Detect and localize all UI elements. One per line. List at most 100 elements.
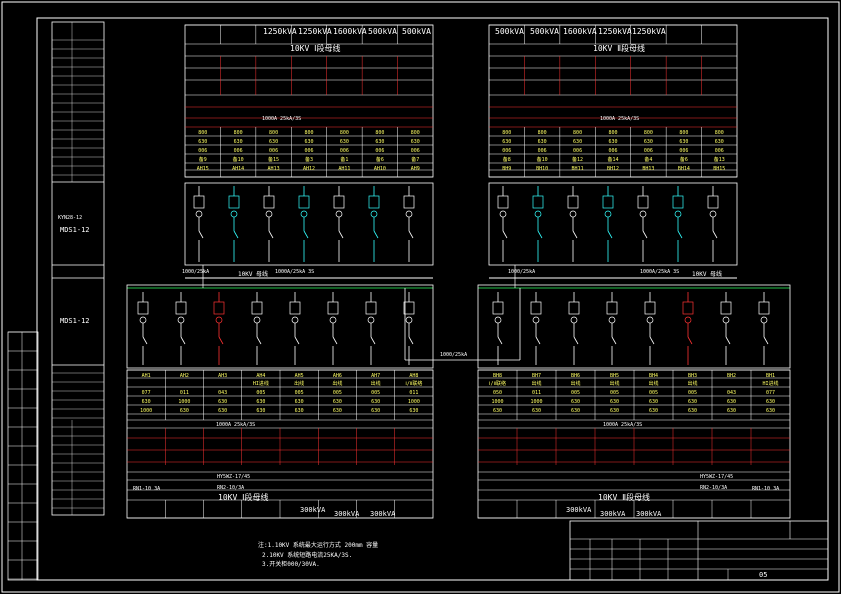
table-value: 1000: [491, 399, 503, 405]
table-value: AH14: [232, 166, 244, 172]
note-line-3: 3.开关柜000/30VA.: [262, 560, 320, 568]
table-value: 077: [142, 390, 151, 396]
br-rating-3: 300kVA: [636, 510, 662, 518]
lower-left-switchgear: [126, 284, 434, 369]
table-value: AH13: [268, 166, 280, 172]
table-value: 005: [688, 390, 697, 396]
breaker-symbol: [720, 301, 732, 315]
legend-column: MDS1-12 MDS1-12 KYN28-12: [51, 21, 105, 516]
table-value: 630: [340, 139, 349, 145]
tl-rating-2: 1250kVA: [298, 27, 332, 36]
bl-model-a: RN1-10 3A: [133, 486, 160, 492]
ct-symbol: [139, 316, 147, 324]
disconnector-symbol: [256, 336, 262, 345]
cabinet-id: BH3: [688, 373, 697, 379]
disconnector-symbol: [537, 230, 543, 239]
table-value: 006: [340, 148, 349, 154]
table-value: 630: [766, 399, 775, 405]
disconnector-symbol: [233, 230, 239, 239]
ct-symbol: [604, 210, 612, 218]
disconnector-symbol: [642, 230, 648, 239]
breaker-symbol: [758, 301, 770, 315]
table-value: 630: [180, 408, 189, 414]
table-value: 备1: [340, 156, 348, 163]
breaker-symbol: [637, 195, 649, 209]
tr-rating-4: 1250kVA: [598, 27, 632, 36]
table-value: 备6: [376, 156, 384, 163]
tl-rating-5: 500kVA: [402, 27, 431, 36]
ct-symbol: [608, 316, 616, 324]
table-value: 630: [371, 408, 380, 414]
table-value: 800: [234, 130, 243, 136]
table-value: 043: [218, 390, 227, 396]
lower-right-switchgear: [477, 284, 791, 369]
left-bus-rating: 1000A/25kA 3S: [275, 269, 314, 275]
breaker-symbol: [327, 301, 339, 315]
table-value: 800: [608, 130, 617, 136]
disconnector-symbol: [268, 230, 274, 239]
table-value: 006: [644, 148, 653, 154]
ct-symbol: [405, 316, 413, 324]
table-value: 630: [218, 399, 227, 405]
table-value: 630: [766, 408, 775, 414]
table-value: AH10: [374, 166, 386, 172]
table-value: 630: [538, 139, 547, 145]
tl-rating-3: 1600kVA: [333, 27, 367, 36]
table-value: 800: [538, 130, 547, 136]
disconnector-symbol: [294, 336, 300, 345]
table-value: BH13: [642, 166, 654, 172]
cabinet-id: BH8: [493, 373, 502, 379]
bl-model-c: RN2-10/3A: [217, 485, 244, 491]
cabinet-id: AH4: [256, 373, 265, 379]
table-value: 630: [409, 408, 418, 414]
ct-symbol: [300, 210, 308, 218]
table-value: 备6: [680, 156, 688, 163]
tr-rating-5: 1250kVA: [632, 27, 666, 36]
table-value: 630: [333, 408, 342, 414]
cabinet-name: 出线: [294, 380, 304, 387]
br-bus-title: 10KV Ⅱ段母线: [598, 492, 650, 502]
tie-label: 1000/25kA: [440, 352, 467, 358]
table-value: 630: [571, 399, 580, 405]
table-value: 630: [727, 408, 736, 414]
table-value: 630: [573, 139, 582, 145]
br-rating-2: 300kVA: [600, 510, 626, 518]
bl-model-b: HY5WZ-17/45: [217, 474, 250, 480]
disconnector-symbol: [408, 336, 414, 345]
table-value: 005: [649, 390, 658, 396]
cabinet-id: AH5: [295, 373, 304, 379]
ct-symbol: [335, 210, 343, 218]
table-value: 备10: [233, 156, 244, 163]
table-value: 630: [256, 408, 265, 414]
bus-connections: 1000/25kA 10KV 母线 1000A/25kA 3S 1000/25k…: [127, 265, 790, 361]
ct-symbol: [684, 316, 692, 324]
disconnector-symbol: [338, 230, 344, 239]
breaker-symbol: [602, 195, 614, 209]
ct-symbol: [291, 316, 299, 324]
table-value: 630: [715, 139, 724, 145]
cabinet-id: BH5: [610, 373, 619, 379]
table-value: 005: [610, 390, 619, 396]
table-value: 011: [180, 390, 189, 396]
breaker-symbol: [365, 301, 377, 315]
table-value: 备14: [607, 156, 618, 163]
breaker-symbol: [492, 301, 504, 315]
breaker-symbol: [137, 301, 149, 315]
cabinet-id: AH6: [333, 373, 342, 379]
left-incoming-label: 1000/25kA: [182, 269, 209, 275]
disconnector-symbol: [677, 230, 683, 239]
ct-symbol: [646, 316, 654, 324]
disconnector-symbol: [573, 336, 579, 345]
table-value: BH15: [713, 166, 725, 172]
cabinet-name: 出线: [648, 380, 658, 387]
page-number: 05: [759, 571, 767, 579]
table-value: 630: [610, 399, 619, 405]
table-value: 006: [679, 148, 688, 154]
ct-symbol: [499, 210, 507, 218]
table-value: 006: [269, 148, 278, 154]
table-value: BH11: [572, 166, 584, 172]
table-value: 006: [304, 148, 313, 154]
bl-current-rating: 1000A 25kA/3S: [216, 422, 255, 428]
table-value: 005: [371, 390, 380, 396]
table-value: 800: [502, 130, 511, 136]
